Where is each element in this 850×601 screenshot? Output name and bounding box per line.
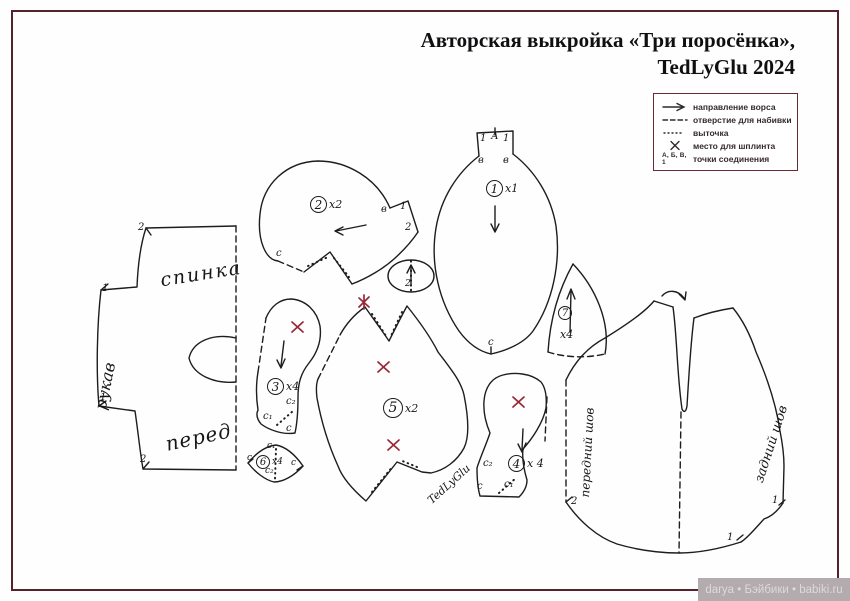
piece-ear-count: x4 xyxy=(560,328,574,341)
join-mark: 1 xyxy=(727,532,734,543)
cross-icon xyxy=(662,140,688,151)
join-mark: с₁ xyxy=(504,479,514,490)
piece-head-label: 2 x2 xyxy=(310,196,342,213)
piece-leg-outline xyxy=(476,372,548,498)
legend-row-cotter-pin: место для шплинта xyxy=(662,139,792,152)
piece-number: 6 xyxy=(256,455,270,469)
piece-count: x1 xyxy=(505,182,519,195)
piece-arm-outline xyxy=(255,298,322,435)
page-border-frame xyxy=(11,10,839,591)
arrow-right-icon xyxy=(662,102,688,112)
join-mark: с xyxy=(247,453,253,463)
legend-row-dart: выточка xyxy=(662,126,792,139)
piece-count: x2 xyxy=(405,401,419,415)
piece-count: x4 xyxy=(272,457,283,467)
legend-label: направление ворса xyxy=(693,101,776,112)
piece-count: x4 xyxy=(286,380,300,393)
piece-romper-outline xyxy=(565,290,786,554)
join-mark: с₂ xyxy=(483,458,493,469)
join-mark: 2 xyxy=(138,222,145,233)
join-mark: 1 xyxy=(400,201,407,212)
dashed-line-icon xyxy=(662,115,688,125)
page-title: Авторская выкройка «Три поросёнка», TedL… xyxy=(421,27,795,82)
legend-box: направление ворса отверстие для набивки … xyxy=(653,93,798,171)
join-mark: 2 xyxy=(405,279,411,289)
legend-row-join-points: А, Б, В, 1 точки соединения xyxy=(662,151,792,166)
join-mark: 1 xyxy=(480,133,487,144)
join-mark: 1 xyxy=(102,283,109,294)
piece-pad-label: 6 x4 xyxy=(256,455,283,469)
join-mark: в xyxy=(381,204,387,215)
join-mark: с xyxy=(477,481,483,492)
piece-number: 4 xyxy=(508,455,525,472)
legend-label: выточка xyxy=(693,127,729,138)
piece-count: x2 xyxy=(329,198,343,211)
join-mark: 1 xyxy=(100,392,107,403)
legend-label: точки соединения xyxy=(693,153,770,164)
piece-ear-label: 7 xyxy=(558,306,572,320)
piece-leg-label: 4 x 4 xyxy=(508,455,544,472)
legend-row-pile-direction: направление ворса xyxy=(662,100,792,113)
watermark: darya • Бэйбики • babiki.ru xyxy=(698,578,850,601)
piece-body-outline xyxy=(433,127,559,355)
piece-arm-label: 3 x4 xyxy=(267,378,299,395)
piece-body-label: 1 x1 xyxy=(486,180,518,197)
legend-label: место для шплинта xyxy=(693,140,776,151)
join-mark: с₁ xyxy=(263,411,273,422)
join-mark: 2 xyxy=(140,454,147,465)
title-line-2: TedLyGlu 2024 xyxy=(657,55,795,80)
piece-pad-outline xyxy=(247,444,304,483)
piece-jacket-outline xyxy=(96,225,237,471)
join-mark: 2 xyxy=(405,222,412,233)
title-line-1: Авторская выкройка «Три поросёнка», xyxy=(420,28,795,52)
piece-number: 3 xyxy=(267,378,284,395)
piece-side-outline xyxy=(315,294,469,502)
join-mark: 2 xyxy=(571,496,578,507)
piece-number: 7 xyxy=(558,306,572,320)
piece-number: 5 xyxy=(383,398,403,418)
piece-number: 2 xyxy=(310,196,327,213)
join-mark: с₂ xyxy=(286,396,296,407)
piece-count: x 4 xyxy=(527,457,544,470)
piece-side-label: 5 x2 xyxy=(383,398,418,418)
piece-snout-outline xyxy=(387,259,435,293)
piece-number: 1 xyxy=(486,180,503,197)
join-mark: с₁ xyxy=(267,441,276,451)
join-mark: с xyxy=(286,423,292,434)
legend-row-stuffing-opening: отверстие для набивки xyxy=(662,113,792,126)
join-mark: 1 xyxy=(503,133,510,144)
join-mark: в xyxy=(478,155,484,166)
dotted-line-icon xyxy=(662,128,688,138)
join-mark: А xyxy=(491,131,499,142)
join-mark: с xyxy=(276,248,282,259)
join-points-letters: А, Б, В, 1 xyxy=(662,151,687,166)
join-mark: с xyxy=(488,337,494,348)
piece-head-outline xyxy=(258,160,419,285)
join-mark: в xyxy=(503,155,509,166)
join-mark: с xyxy=(291,458,297,468)
legend-label: отверстие для набивки xyxy=(693,114,792,125)
join-mark: с₂ xyxy=(265,466,274,476)
join-mark: 1 xyxy=(772,495,779,506)
